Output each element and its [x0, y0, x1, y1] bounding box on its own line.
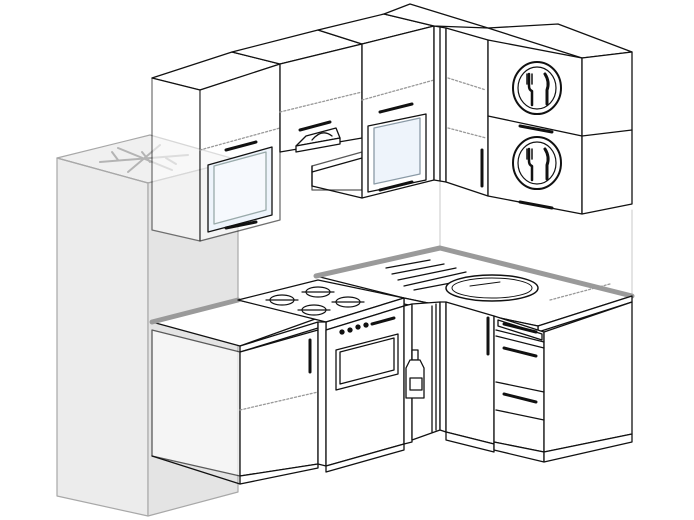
- bottle-icon: [405, 349, 425, 399]
- upper-cabinet-glass: [317, 13, 435, 199]
- fork-knife-icon: [512, 136, 562, 190]
- upper-cabinet-right: [487, 23, 633, 215]
- range-hood-icon: [295, 127, 341, 153]
- stove-top: [237, 279, 405, 331]
- fork-knife-icon: [512, 61, 562, 115]
- upper-cabinet-left: [151, 51, 281, 242]
- bottle-cabinet: [403, 301, 441, 445]
- stove-oven: [317, 305, 405, 473]
- lower-cabinet-right: [493, 301, 633, 463]
- gas-burner-icon: [265, 286, 365, 316]
- sink-icon: [445, 274, 539, 302]
- lower-cabinet-corner: [439, 301, 495, 453]
- oven-knobs: [339, 322, 369, 335]
- lower-cabinet-left: [151, 329, 319, 485]
- upper-cabinet-hood: [231, 29, 363, 199]
